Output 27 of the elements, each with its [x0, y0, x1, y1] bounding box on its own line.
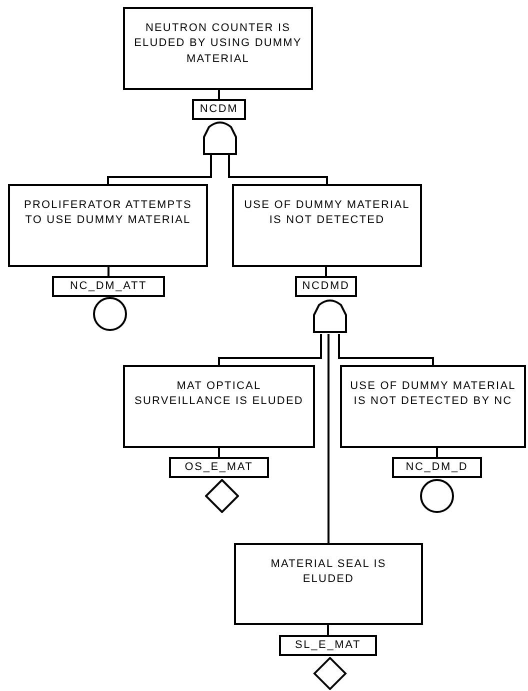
- connector-line: [328, 334, 330, 543]
- connector-line: [228, 155, 328, 184]
- connector-line: [218, 448, 220, 457]
- identifier-tag: NCDM: [192, 99, 246, 120]
- undeveloped-event-diamond: [313, 657, 347, 690]
- connector-line: [218, 334, 322, 365]
- identifier-tag: NC_DM_ATT: [52, 276, 165, 297]
- connector-line: [218, 90, 220, 99]
- and-gate-symbol: [203, 121, 237, 155]
- event-box: MAT OPTICAL SURVEILLANCE IS ELUDED: [123, 365, 315, 448]
- connector-line: [327, 625, 329, 635]
- identifier-tag: NCDMD: [295, 276, 357, 297]
- and-gate-symbol: [313, 298, 347, 334]
- connector-line: [107, 155, 212, 184]
- event-box: MATERIAL SEAL IS ELUDED: [234, 543, 423, 625]
- event-box: PROLIFERATOR ATTEMPTS TO USE DUMMY MATERIAL: [8, 184, 208, 267]
- connector-line: [338, 334, 434, 365]
- event-box: NEUTRON COUNTER IS ELUDED BY USING DUMMY MATERIAL: [123, 7, 313, 90]
- identifier-tag: SL_E_MAT: [279, 635, 377, 656]
- connector-line: [108, 267, 110, 276]
- event-box: USE OF DUMMY MATERIAL IS NOT DETECTED: [232, 184, 422, 267]
- connector-line: [325, 267, 327, 276]
- undeveloped-event-diamond: [205, 479, 239, 513]
- identifier-tag: NC_DM_D: [392, 457, 482, 478]
- event-box: USE OF DUMMY MATERIAL IS NOT DETECTED BY NC: [340, 365, 526, 448]
- identifier-tag: OS_E_MAT: [169, 457, 269, 478]
- connector-line: [436, 448, 438, 457]
